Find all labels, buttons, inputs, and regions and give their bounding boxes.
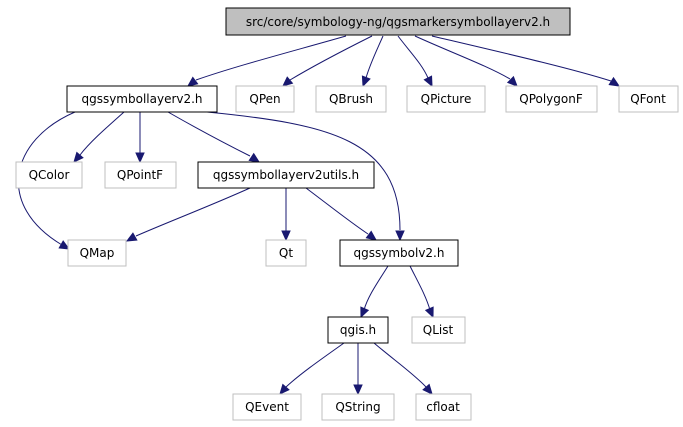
edge-arrowhead [73, 151, 84, 163]
node-qgssymbolv2-label: qgssymbolv2.h [354, 246, 445, 260]
node-qstring-label: QString [335, 400, 380, 414]
edge-line [167, 111, 251, 157]
edge-arrowhead [608, 76, 621, 87]
node-qpointf: QPointF [104, 161, 177, 189]
edge-arrowhead [187, 76, 199, 87]
node-qgssymbollayerv2-label: qgssymbollayerv2.h [81, 92, 202, 106]
edge-line [373, 342, 427, 388]
edge-arrowhead [279, 383, 290, 395]
node-qpicture-label: QPicture [421, 92, 472, 106]
node-qpolygonf: QPolygonF [505, 85, 598, 113]
node-qevent-label: QEvent [245, 400, 289, 414]
node-qbrush-label: QBrush [329, 92, 373, 106]
edge-root-to-qpolygonf [414, 35, 518, 87]
edge-arrowhead [423, 75, 433, 88]
edge-line [289, 35, 373, 81]
edge-arrowhead [248, 152, 261, 163]
node-qpen-label: QPen [249, 92, 280, 106]
edge-arrowhead [353, 384, 363, 396]
node-qgssymbollayerv2utils-label: qgssymbollayerv2utils.h [213, 168, 359, 182]
node-qevent: QEvent [232, 393, 302, 421]
node-qfont: QFont [618, 85, 679, 113]
edge-arrowhead [135, 152, 145, 164]
edge-arrowhead [365, 230, 377, 241]
node-qt-label: Qt [279, 246, 293, 260]
edge-root-to-qgssymbollayerv2 [187, 35, 347, 87]
node-qmap-label: QMap [80, 246, 115, 260]
node-qt: Qt [265, 239, 307, 267]
edge-arrowhead [360, 306, 370, 319]
node-qgssymbolv2[interactable]: qgssymbolv2.h [339, 239, 459, 267]
edge-qgssymbolv2-to-qlist [409, 265, 434, 319]
edge-qgssymbolv2-to-qgis [360, 265, 389, 319]
node-qbrush: QBrush [315, 85, 387, 113]
edge-qgssymbollayerv2utils-to-qt [281, 188, 291, 242]
edge-arrowhead [58, 240, 71, 250]
node-qgssymbollayerv2[interactable]: qgssymbollayerv2.h [66, 85, 218, 113]
node-qpen: QPen [235, 85, 295, 113]
node-qstring: QString [321, 393, 395, 421]
edge-qgis-to-cfloat [373, 342, 433, 395]
edge-arrowhead [125, 232, 138, 242]
edge-line [305, 187, 369, 235]
edge-line [397, 35, 429, 79]
node-qpicture: QPicture [406, 85, 486, 113]
edge-root-to-qbrush [361, 35, 384, 88]
node-qcolor-label: QColor [29, 168, 70, 182]
edge-root-to-qpicture [397, 35, 433, 88]
edge-arrowhead [506, 75, 518, 87]
edge-arrowhead [422, 383, 433, 395]
edge-line [414, 35, 511, 80]
edge-arrowhead [281, 230, 291, 242]
node-qlist: QList [411, 316, 466, 344]
edge-arrowhead [361, 75, 371, 88]
node-qgis[interactable]: qgis.h [327, 316, 389, 344]
node-cfloat: cfloat [415, 393, 472, 421]
edge-qgssymbollayerv2-to-qcolor [73, 111, 125, 163]
node-qgssymbollayerv2utils[interactable]: qgssymbollayerv2utils.h [197, 161, 375, 189]
edge-qgssymbollayerv2utils-to-qgssymbolv2 [305, 187, 377, 241]
edge-line [363, 265, 389, 311]
node-qcolor: QColor [15, 161, 83, 189]
edge-arrowhead [395, 230, 405, 242]
node-qpointf-label: QPointF [117, 168, 163, 182]
edge-line [431, 35, 612, 82]
edge-line [285, 342, 345, 388]
node-qfont-label: QFont [630, 92, 666, 106]
edge-line [206, 111, 401, 231]
node-qgis-label: qgis.h [340, 323, 376, 337]
edge-line [135, 187, 251, 237]
node-root[interactable]: src/core/symbology-ng/qgsmarkersymbollay… [225, 7, 571, 36]
edge-qgssymbollayerv2-to-qgssymbolv2 [206, 111, 405, 242]
edges-layer [18, 35, 621, 396]
edge-qgssymbollayerv2utils-to-qmap [125, 187, 251, 242]
node-qlist-label: QList [423, 323, 454, 337]
node-cfloat-label: cfloat [426, 400, 460, 414]
node-qpolygonf-label: QPolygonF [519, 92, 583, 106]
node-root-label: src/core/symbology-ng/qgsmarkersymbollay… [246, 15, 550, 29]
edge-line [195, 35, 347, 81]
edge-root-to-qfont [431, 35, 621, 87]
edge-qgis-to-qstring [353, 343, 363, 396]
nodes-layer: src/core/symbology-ng/qgsmarkersymbollay… [15, 7, 679, 421]
edge-line [365, 35, 384, 79]
node-qmap: QMap [67, 239, 127, 267]
edge-line [409, 265, 431, 311]
edge-qgssymbollayerv2-to-qgssymbollayerv2utils [167, 111, 261, 163]
edge-root-to-qpen [282, 35, 373, 87]
edge-qgssymbollayerv2-to-qpointf [135, 112, 145, 164]
edge-arrowhead [282, 76, 294, 87]
edge-qgis-to-qevent [279, 342, 345, 395]
edge-line [79, 111, 125, 156]
edge-arrowhead [424, 306, 434, 319]
